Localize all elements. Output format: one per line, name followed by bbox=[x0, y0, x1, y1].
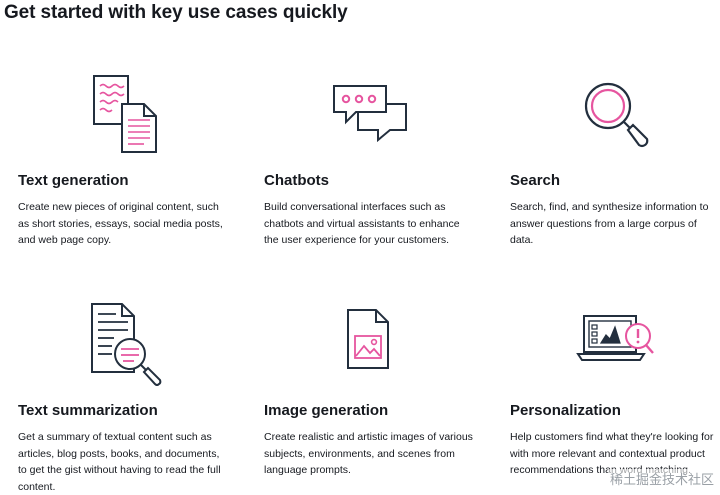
card-description: Create new pieces of original content, s… bbox=[18, 201, 223, 246]
image-file-icon bbox=[347, 309, 389, 369]
magnifier-icon bbox=[584, 82, 649, 148]
card-description: Get a summary of textual content such as… bbox=[18, 431, 221, 493]
card-title: Text generation bbox=[18, 172, 129, 189]
watermark: 稀土掘金技术社区 bbox=[607, 469, 716, 488]
card-title: Image generation bbox=[264, 402, 389, 419]
card-description: Create realistic and artistic images of … bbox=[264, 431, 473, 476]
page-title: Get started with key use cases quickly bbox=[4, 2, 348, 23]
laptop-alert-icon bbox=[576, 315, 654, 361]
card-title: Search bbox=[510, 172, 561, 189]
card-description: Build conversational interfaces such as … bbox=[264, 201, 460, 246]
documents-icon bbox=[93, 75, 157, 153]
card-description: Search, find, and synthesize information… bbox=[510, 201, 709, 246]
document-search-icon bbox=[91, 303, 162, 386]
card-title: Chatbots bbox=[264, 172, 329, 189]
chat-bubbles-icon bbox=[333, 85, 407, 142]
card-title: Personalization bbox=[510, 402, 621, 419]
card-title: Text summarization bbox=[18, 402, 158, 419]
